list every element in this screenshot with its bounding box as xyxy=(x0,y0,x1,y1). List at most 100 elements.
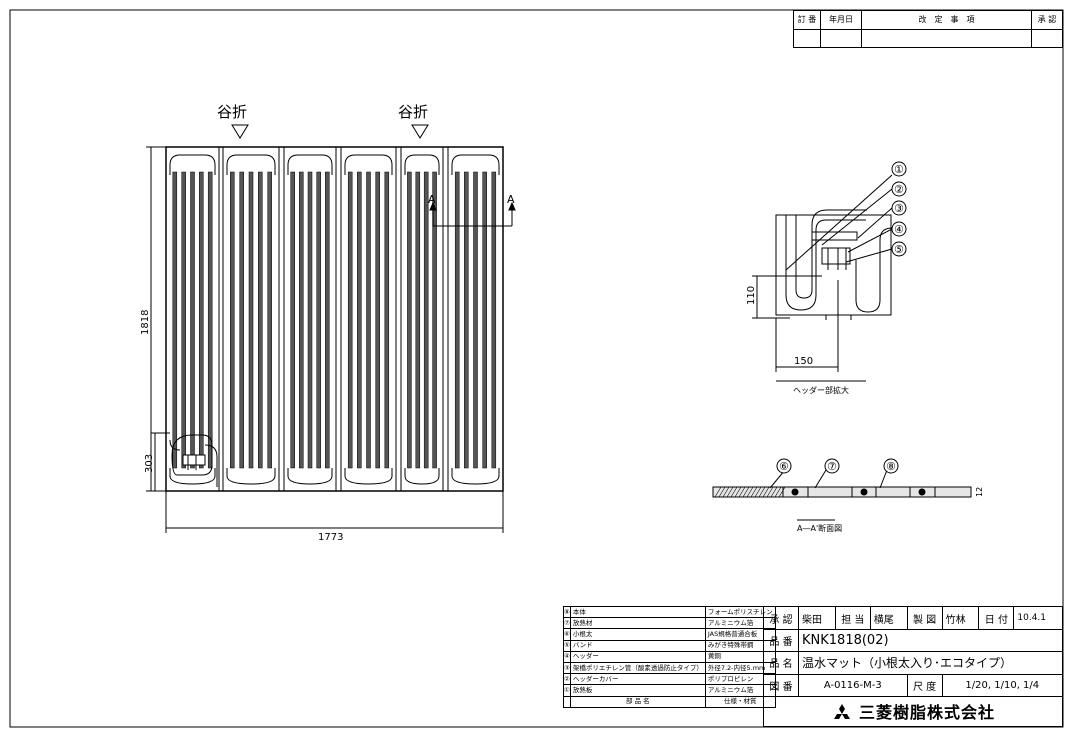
detail-dim-height: 110 xyxy=(746,286,757,305)
heat-strip xyxy=(290,171,295,469)
hatch-line xyxy=(774,486,782,498)
hatch-line xyxy=(742,486,750,498)
detail-bubble-5: ⑤ xyxy=(894,243,904,256)
parts-no: ⑧ xyxy=(563,605,571,619)
product-value: 温水マット（小根太入り･エコタイプ） xyxy=(798,651,1063,675)
title-block: 承 認 柴田 担 当 横尾 製 図 竹林 日 付 10.4.1 品 番 KNK1… xyxy=(763,605,1064,728)
date-label: 日 付 xyxy=(978,605,1015,631)
heat-strip xyxy=(491,171,497,469)
rev-cell xyxy=(861,28,1032,48)
charge-name: 横尾 xyxy=(869,605,908,631)
parts-name: ヘッダー xyxy=(569,650,706,663)
detail-bubble-1: ① xyxy=(894,163,904,176)
parts-footer-name: 部 品 名 xyxy=(569,695,706,708)
fold-label-right: 谷折 xyxy=(398,103,428,121)
heat-strip xyxy=(407,171,412,469)
heat-strip xyxy=(316,171,321,469)
section-mark-left: A xyxy=(428,193,436,206)
heat-strip xyxy=(432,171,437,469)
section-marker xyxy=(429,201,516,227)
heat-strip xyxy=(258,171,263,469)
heat-strip xyxy=(207,171,213,469)
parts-no: ③ xyxy=(563,661,571,675)
hatch-line xyxy=(726,486,734,498)
heat-strip xyxy=(347,171,353,469)
pipe-loop-top xyxy=(226,154,276,175)
parts-no: ⑤ xyxy=(563,639,571,652)
header-plan xyxy=(169,434,218,487)
rev-cell xyxy=(793,28,821,48)
company-logo-cell: 三菱樹脂株式会社 xyxy=(763,695,1063,728)
heat-strip xyxy=(230,171,235,469)
mat-outline xyxy=(165,146,504,492)
parts-name: ヘッダーカバー xyxy=(569,673,706,686)
hatch-line xyxy=(714,486,722,498)
parts-name: 放熱材 xyxy=(569,617,706,630)
parts-name: 小根太 xyxy=(569,628,706,641)
heat-strip xyxy=(384,171,390,469)
pipe-loop-bottom xyxy=(404,468,440,485)
pipe-section-dot xyxy=(860,488,868,496)
hatch-line xyxy=(738,486,746,498)
parts-no: ① xyxy=(563,684,571,697)
part-no-label: 品 番 xyxy=(763,629,799,653)
heat-strip xyxy=(325,171,330,469)
drawing-no-label: 図 番 xyxy=(763,673,799,697)
revision-table: 訂 番 年月日 改 定 事 項 承 認 xyxy=(793,10,1063,48)
hatch-line xyxy=(766,486,774,498)
hatch-line xyxy=(762,486,770,498)
dimension-width: 1773 xyxy=(318,532,343,543)
fold-label-left: 谷折 xyxy=(217,103,247,121)
section-dim: 12 xyxy=(975,487,984,497)
hatch-line xyxy=(730,486,738,498)
rev-cell xyxy=(820,28,862,48)
hatch-line xyxy=(758,486,766,498)
heat-strip xyxy=(239,171,244,469)
fold-triangle-right-icon xyxy=(411,124,429,139)
parts-name: 本体 xyxy=(569,605,706,619)
heat-strip xyxy=(375,171,380,469)
section-mark-right: A xyxy=(507,193,515,206)
pipe-loop-bottom xyxy=(451,468,500,485)
parts-name: 放熱板 xyxy=(569,684,706,697)
pipe-section-dot xyxy=(791,488,799,496)
charge-label: 担 当 xyxy=(834,605,871,631)
fold-triangle-left-icon xyxy=(231,124,249,139)
approve-label: 承 認 xyxy=(763,605,799,631)
hatch-line xyxy=(746,486,754,498)
detail-caption: ヘッダー部拡大 xyxy=(793,385,849,395)
section-caption: A―A'断面図 xyxy=(797,523,842,533)
drawing-no-value: A-0116-M-3 xyxy=(798,673,908,697)
hatch-line xyxy=(754,486,762,498)
pipe-loop-top xyxy=(287,154,333,175)
pipe-loops xyxy=(169,154,500,485)
rev-header-no: 訂 番 xyxy=(793,10,821,30)
hatch-line xyxy=(770,486,778,498)
section-view xyxy=(712,469,972,521)
three-diamonds-logo-icon xyxy=(833,703,850,719)
pipe-loop-bottom xyxy=(344,468,393,485)
rev-cell xyxy=(1031,28,1063,48)
heat-strip xyxy=(181,171,186,469)
heat-strip xyxy=(267,171,272,469)
hatch-line xyxy=(718,486,726,498)
section-bubbles xyxy=(776,458,899,474)
hatch-line xyxy=(750,486,758,498)
product-label: 品 名 xyxy=(763,651,799,675)
parts-no: ⑥ xyxy=(563,628,571,641)
hatch-line xyxy=(778,486,786,498)
sheet-border xyxy=(9,9,1064,728)
date-value: 10.4.1 xyxy=(1013,605,1063,631)
pipe-section-dot xyxy=(918,488,926,496)
drafter-name: 竹林 xyxy=(941,605,980,631)
dimension-header-height: 303 xyxy=(144,454,155,473)
heat-strip xyxy=(299,171,304,469)
heat-strip xyxy=(172,171,178,469)
